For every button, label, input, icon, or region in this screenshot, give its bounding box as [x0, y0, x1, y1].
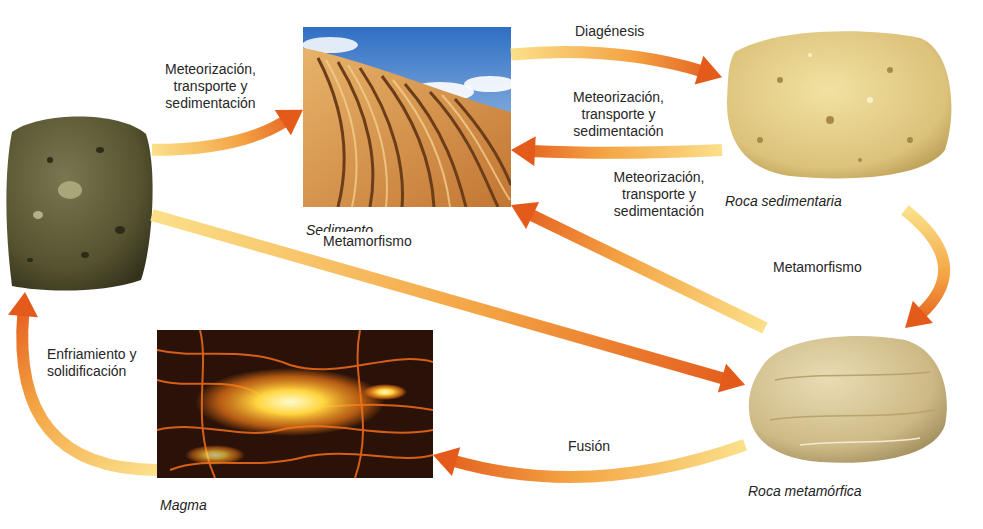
process-label: Meteorización, transporte y sedimentació… [148, 60, 273, 113]
arrow-head [275, 110, 303, 136]
process-label: Enfriamiento y solidificación [44, 345, 149, 381]
igneous-rock-node [4, 112, 152, 292]
cycle-arrow [511, 52, 722, 85]
arrow-shaft [529, 214, 765, 328]
igneous-rock [6, 117, 152, 291]
rock-caption: Roca sedimentaria [722, 192, 845, 210]
sediment-photo [303, 27, 511, 207]
rock-caption: Magma [157, 496, 210, 514]
arrow-head [511, 136, 536, 166]
cycle-arrow [152, 215, 745, 393]
arrow-shaft [905, 210, 944, 315]
arrow-shaft [152, 120, 286, 149]
metamorphic-rock-node: Roca metamórfica [745, 328, 951, 500]
arrow-head [511, 202, 539, 229]
process-label: Meteorización, transporte y sedimentació… [556, 88, 681, 141]
cycle-arrow [905, 210, 944, 328]
arrow-shaft [22, 312, 157, 470]
arrow-shaft [531, 150, 722, 153]
arrow-head [905, 301, 933, 328]
magma-photo [157, 330, 433, 478]
magma-node: Magma [157, 328, 433, 514]
arrow-head [433, 447, 460, 476]
arrow-head [8, 292, 38, 317]
process-label: Fusión [565, 437, 613, 456]
sediment-node: Sedimento [303, 27, 511, 239]
rock-caption: Roca metamórfica [745, 482, 865, 500]
metamorphic-rock [749, 336, 947, 463]
process-label: Metamorfismo [770, 258, 865, 277]
process-label: Meteorización, transporte y sedimentació… [600, 168, 718, 221]
process-label: Diagénesis [572, 22, 647, 41]
arrow-head [718, 364, 745, 393]
arrow-shaft [511, 52, 703, 71]
cycle-arrow [152, 110, 303, 150]
sedimentary-rock [727, 31, 951, 178]
arrow-head [695, 56, 722, 85]
process-label: Metamorfismo [320, 232, 415, 251]
sedimentary-rock-node: Roca sedimentaria [722, 28, 958, 210]
cycle-arrow [8, 292, 157, 470]
arrow-shaft [152, 215, 726, 379]
